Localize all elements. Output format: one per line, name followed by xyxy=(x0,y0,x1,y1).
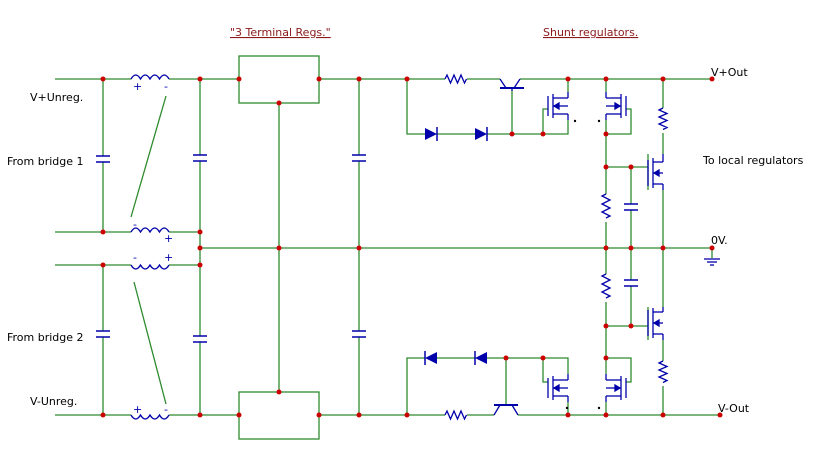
inductor-polarity-marks: + - - + - + + - xyxy=(133,80,173,416)
mosfet-icon xyxy=(605,92,627,120)
v-minus-out-label: V-Out xyxy=(718,402,750,415)
svg-text:+: + xyxy=(164,232,173,245)
capacitor-icon xyxy=(96,155,110,163)
mosfet-icon xyxy=(647,307,664,340)
from-bridge-1-label: From bridge 1 xyxy=(7,155,84,168)
v-plus-out-label: V+Out xyxy=(711,66,748,79)
svg-text:+: + xyxy=(164,251,173,264)
inductor-icon xyxy=(130,413,170,420)
shunt-regulators-heading: Shunt regulators. xyxy=(543,26,638,39)
inductor-icon xyxy=(130,263,170,270)
resistor-icon xyxy=(657,107,669,131)
to-local-regulators-label: To local regulators xyxy=(702,154,804,167)
v-minus-unreg-label: V-Unreg. xyxy=(30,395,77,408)
svg-text:-: - xyxy=(164,80,168,93)
capacitor-icon xyxy=(352,330,366,338)
mosfet-icon xyxy=(547,374,569,402)
diode-icon xyxy=(474,351,487,365)
resistor-icon xyxy=(657,360,669,384)
capacitor-icon xyxy=(96,330,110,338)
capacitor-icon xyxy=(193,154,207,162)
wiring xyxy=(55,78,720,416)
inductor-icon xyxy=(130,227,170,234)
mosfet-icon xyxy=(547,92,569,120)
svg-text:-: - xyxy=(164,403,168,416)
from-bridge-2-label: From bridge 2 xyxy=(7,331,84,344)
mosfet-icon xyxy=(605,374,627,402)
junction-nodes xyxy=(100,76,723,418)
svg-text:-: - xyxy=(133,218,137,231)
resistor-icon xyxy=(600,273,612,299)
marker-dots xyxy=(565,119,601,410)
ground-icon xyxy=(704,258,720,266)
diode-icon xyxy=(425,127,438,141)
svg-text:+: + xyxy=(133,403,142,416)
resistor-icon xyxy=(600,193,612,219)
svg-text:-: - xyxy=(133,251,137,264)
negative-regulator-block xyxy=(238,391,320,440)
resistor-icon xyxy=(444,73,468,85)
capacitor-icon xyxy=(624,279,638,287)
diode-icon xyxy=(475,127,488,141)
v-plus-unreg-label: V+Unreg. xyxy=(30,91,83,104)
zero-volt-label: 0V. xyxy=(711,234,728,247)
positive-regulator-block xyxy=(238,55,320,104)
diode-icon xyxy=(424,351,437,365)
transistor-icon xyxy=(493,404,519,416)
svg-text:+: + xyxy=(133,80,142,93)
capacitor-icon xyxy=(352,154,366,162)
capacitor-icon xyxy=(193,335,207,343)
capacitor-icon xyxy=(624,203,638,211)
inductor-icon xyxy=(130,74,170,81)
mosfet-icon xyxy=(647,154,664,190)
resistor-icon xyxy=(444,409,468,421)
transistor-icon xyxy=(499,78,524,91)
three-terminal-regs-heading: "3 Terminal Regs." xyxy=(230,26,331,39)
